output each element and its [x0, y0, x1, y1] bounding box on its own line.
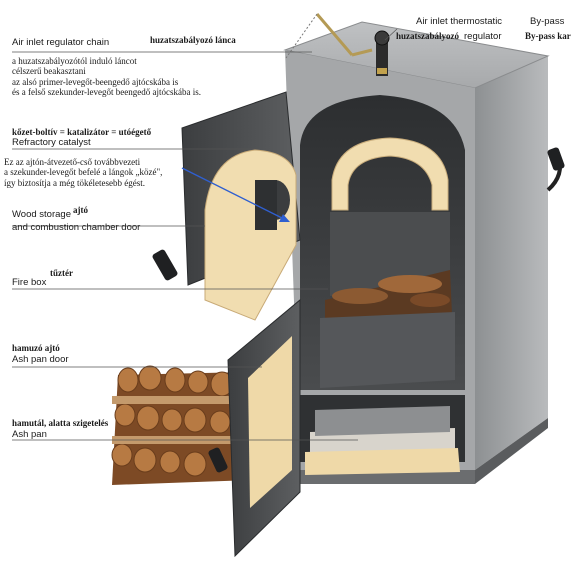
secondary-air-line-1: Ez az ajtón-átvezető-cső továbbvezeti [4, 157, 141, 167]
air-inlet-chain-label-en: Air inlet regulator chain [12, 37, 110, 48]
refractory-label-hu: kőzet-boltív = katalizátor = utóégető [12, 127, 152, 137]
door-label-en: Wood storage [12, 209, 71, 220]
chain-note: a huzatszabályozótól induló láncot célsz… [12, 56, 201, 97]
refractory-label-en: Refractory catalyst [12, 137, 91, 148]
chain-note-line-1: a huzatszabályozótól induló láncot [12, 56, 137, 66]
bypass-label-en: By-pass [530, 16, 565, 27]
door-label-hu: ajtó [73, 205, 88, 215]
thermostatic-regulator [374, 30, 390, 76]
chain-note-line-2: célszerű beakasztani [12, 66, 86, 77]
firebox-logs [325, 270, 452, 318]
combustion-door [152, 91, 301, 321]
ash-pan-label-en: Ash pan [12, 429, 47, 440]
bypass-label-hu: By-pass kar [525, 31, 571, 41]
secondary-air-line-3: így biztosítja a még tökéletesebb égést. [4, 177, 145, 188]
bypass-lever [546, 147, 565, 192]
firebox-label-en: Fire box [12, 277, 47, 288]
firewood-pile [111, 365, 252, 485]
secondary-air-line-2: a szekunder-levegőt befelé a lángok „köz… [4, 167, 163, 178]
secondary-air-arrow [181, 167, 290, 222]
ash-pan-door [208, 298, 301, 558]
ash-door-label-hu: hamuzó ajtó [12, 343, 60, 353]
thermostatic-label-en: Air inlet thermostatic [416, 16, 503, 27]
firebox-label-hu: tűztér [50, 268, 73, 278]
thermostatic-label-hu: huzatszabályozó [396, 31, 459, 41]
door-label-en-2: and combustion chamber door [12, 222, 141, 233]
secondary-air-note: Ez az ajtón-átvezető-cső továbbvezeti a … [4, 157, 162, 188]
ash-door-label-en: Ash pan door [12, 354, 69, 365]
ash-pan-label-hu: hamutál, alatta szigetelés [12, 418, 109, 428]
air-inlet-chain-label-hu: huzatszabályozó lánca [150, 35, 236, 45]
chain-note-line-4: és a felső szekunder-levegőt beengedő aj… [12, 87, 201, 98]
regulator-chain-arm [285, 13, 373, 59]
thermostatic-label-en-2: regulator [464, 31, 502, 42]
chain-note-line-3: az alsó primer-levegőt-beengedő ajtócská… [12, 76, 179, 87]
